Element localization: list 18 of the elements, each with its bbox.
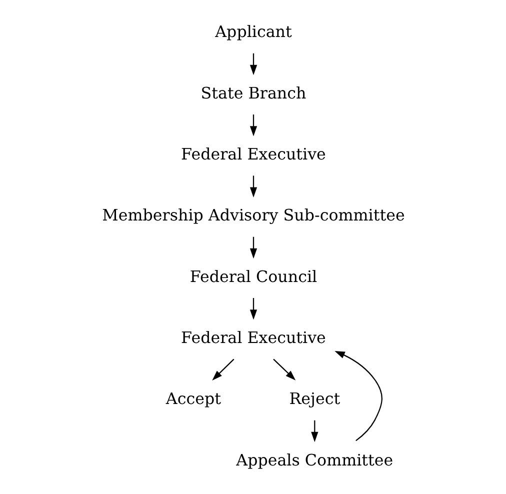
arrow <box>249 114 257 136</box>
node-text: Federal Executive <box>180 328 326 347</box>
arrow <box>249 176 257 198</box>
node-text: Membership Advisory Sub-committee <box>102 206 404 225</box>
node-text: Applicant <box>214 22 292 42</box>
arrow <box>272 358 296 380</box>
node-text: State Branch <box>200 83 306 102</box>
arrow <box>249 236 257 259</box>
node-text: Appeals Committee <box>236 450 393 470</box>
node-text: Federal Council <box>189 266 317 286</box>
arrow <box>249 53 257 76</box>
arrow <box>334 350 382 442</box>
arrow <box>310 420 318 442</box>
node-text: Federal Executive <box>180 144 326 164</box>
arrow <box>212 358 234 380</box>
node-text: Accept <box>165 389 221 408</box>
node-text: Reject <box>288 389 340 408</box>
arrow <box>249 298 257 320</box>
